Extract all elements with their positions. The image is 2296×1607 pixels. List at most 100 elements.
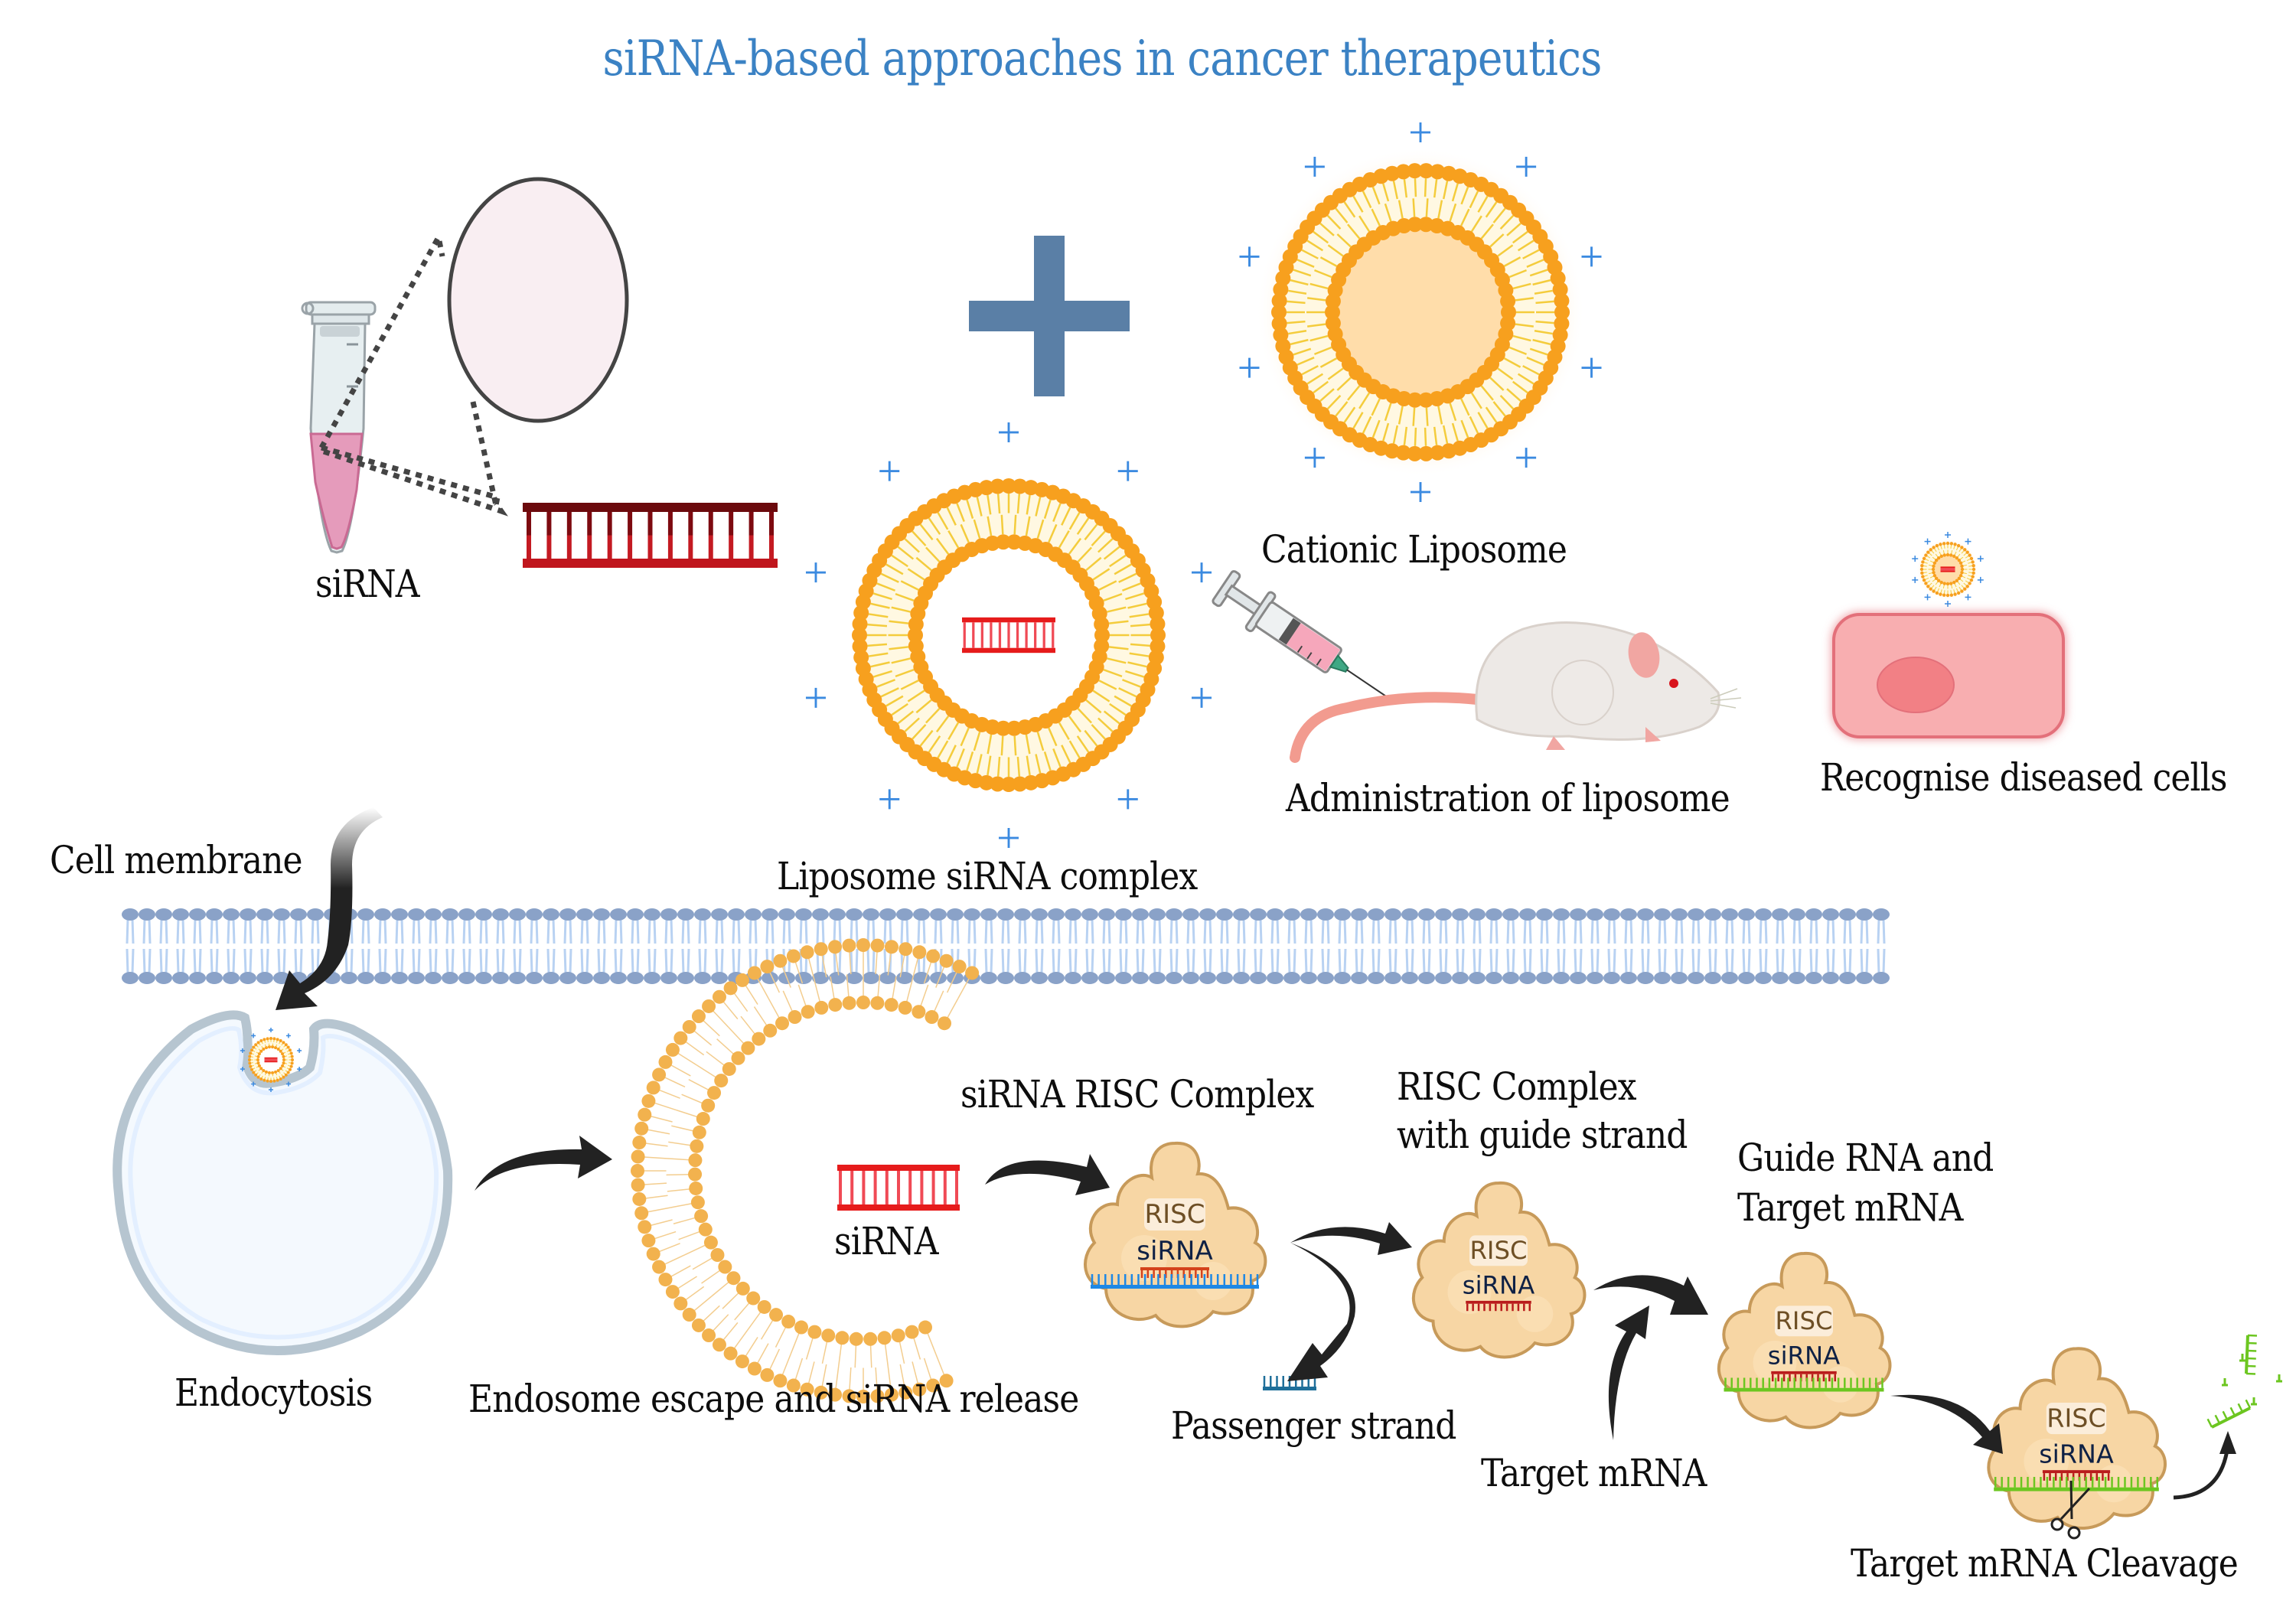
membrane-lipid-head	[610, 908, 627, 921]
lipid-head	[631, 1149, 645, 1164]
lipid-head	[1971, 563, 1975, 568]
lipid-head	[1932, 546, 1936, 549]
membrane-lipid-head	[997, 972, 1014, 984]
lipid-head	[1956, 543, 1961, 548]
lipid-head	[646, 1247, 660, 1261]
lipid-head	[282, 1075, 285, 1079]
lipid-head	[1924, 582, 1928, 585]
label-cationic-liposome: Cationic Liposome	[1261, 527, 1567, 572]
lipid-head	[646, 1081, 660, 1095]
lipid-head	[990, 478, 1006, 494]
lipid-head	[1960, 571, 1964, 575]
membrane-lipid-head	[1368, 972, 1384, 984]
membrane-lipid-head	[1267, 908, 1283, 921]
membrane-lipid-head	[1384, 908, 1401, 921]
lipid-head	[256, 1054, 260, 1058]
arrow-risc1-to-passenger	[1287, 1243, 1355, 1381]
membrane-lipid-head	[1789, 908, 1805, 921]
lipid-head	[690, 1139, 704, 1153]
lipid-head	[926, 1378, 941, 1393]
risc-sirna-label: siRNA	[1768, 1341, 1841, 1370]
membrane-lipid-head	[1435, 908, 1452, 921]
lipid-head	[276, 1068, 280, 1072]
lipid-head	[1094, 627, 1110, 643]
membrane-lipid-head	[1368, 908, 1384, 921]
membrane-lipid-head	[930, 908, 947, 921]
membrane-lipid-head	[1688, 908, 1704, 921]
membrane-lipid-head	[1839, 908, 1856, 921]
lipid-head	[289, 1064, 293, 1068]
membrane-lipid-head	[1502, 908, 1519, 921]
mrna-fragment	[2211, 1407, 2251, 1429]
lipid-head	[1942, 593, 1946, 597]
lipid-head	[814, 1385, 828, 1400]
membrane-lipid-head	[1384, 972, 1401, 984]
membrane-lipid-head	[1452, 972, 1469, 984]
membrane-lipid-head	[1098, 972, 1115, 984]
lipid-head	[1969, 556, 1974, 561]
membrane-lipid-head	[1149, 972, 1166, 984]
mouse-icon	[1290, 621, 1742, 763]
membrane-lipid-head	[1283, 972, 1300, 984]
membrane-lipid-head	[997, 908, 1014, 921]
membrane-lipid-head	[1873, 972, 1890, 984]
lipid-head	[691, 1318, 706, 1332]
plus-sign-icon	[969, 236, 1130, 396]
lipid-head	[634, 1206, 649, 1221]
lipid-head	[256, 1041, 260, 1045]
lipid-head	[694, 1209, 709, 1224]
membrane-lipid-head	[964, 908, 980, 921]
membrane-lipid-head	[155, 908, 172, 921]
lipid-head	[279, 1039, 282, 1043]
lipid-head	[1932, 561, 1937, 565]
label-sirna-risc-complex: siRNA RISC Complex	[960, 1072, 1314, 1116]
lipid-head	[870, 996, 885, 1010]
lipid-head	[1945, 541, 1950, 546]
lipid-head	[673, 1031, 688, 1045]
label-administration: Administration of liposome	[1286, 776, 1730, 820]
lipid-head	[658, 1273, 673, 1287]
lipid-head	[257, 1052, 261, 1056]
lipid-head	[952, 960, 967, 974]
lipid-head	[1407, 217, 1423, 233]
lipid-head	[835, 1331, 850, 1345]
lipid-head	[852, 616, 868, 632]
membrane-lipid-head	[1704, 972, 1721, 984]
lipid-head	[1949, 593, 1954, 597]
membrane-lipid-head	[1317, 908, 1334, 921]
membrane-lipid-head	[644, 908, 660, 921]
membrane-lipid-head	[1620, 972, 1637, 984]
membrane-lipid-head	[1233, 908, 1250, 921]
lipid-head	[1554, 305, 1570, 320]
label-risc-guide-line2: with guide strand	[1397, 1113, 1688, 1157]
lipid-head	[248, 1058, 251, 1061]
risc-label: RISC	[1145, 1199, 1205, 1230]
lipid-head	[688, 1153, 703, 1168]
risc-label: RISC	[1775, 1306, 1832, 1335]
membrane-lipid-head	[526, 972, 543, 984]
lipid-head	[691, 1009, 706, 1024]
lipid-head	[1968, 553, 1971, 557]
membrane-lipid-head	[660, 908, 677, 921]
lipid-head	[899, 942, 913, 957]
lipid-head	[775, 1016, 790, 1031]
lipid-head	[1924, 553, 1928, 557]
lipid-head	[926, 949, 941, 963]
membrane-lipid-head	[1671, 908, 1688, 921]
lipid-head	[631, 1164, 644, 1178]
lipid-head	[690, 1195, 705, 1210]
lipid-head	[852, 638, 868, 654]
lipid-head	[266, 1037, 269, 1041]
label-endocytosis: Endocytosis	[174, 1371, 373, 1415]
lipid-head	[282, 1061, 285, 1065]
lipid-head	[912, 1382, 927, 1397]
membrane-lipid-head	[374, 908, 391, 921]
membrane-lipid-head	[509, 972, 526, 984]
lipid-head	[1929, 548, 1932, 552]
lipid-head	[773, 953, 788, 968]
lipid-head	[884, 998, 899, 1012]
membrane-lipid-head	[1014, 908, 1031, 921]
small-liposome-icon	[1912, 532, 1984, 607]
membrane-lipid-head	[139, 972, 155, 984]
membrane-lipid-head	[660, 972, 677, 984]
